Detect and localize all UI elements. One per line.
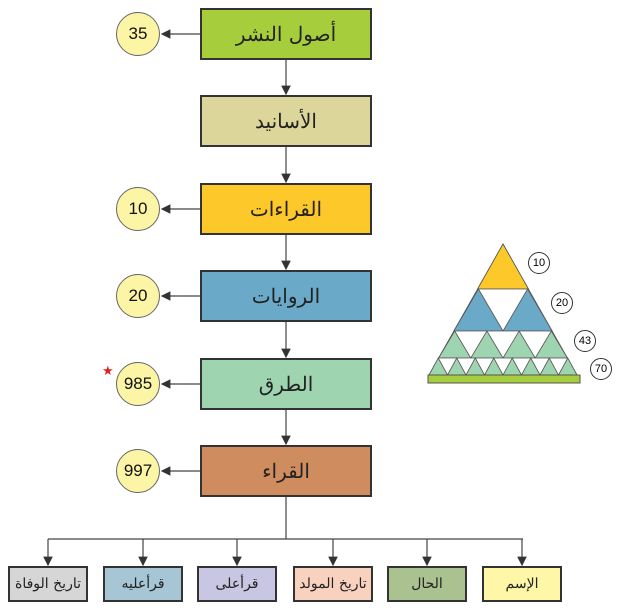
attribute-box: قرأعلى [197,566,277,602]
attribute-box: قرأعليه [103,566,183,602]
main-box: الأسانيد [200,95,372,147]
count-circle: 20 [116,274,160,318]
attribute-box: الإسم [482,566,562,602]
count-circle: 35 [116,12,160,56]
attribute-box: تاريخ الوفاة [8,566,88,602]
pyramid-count-label: 10 [528,252,550,274]
attribute-box: تاريخ المولد [293,566,373,602]
main-box: الروايات [200,270,372,322]
count-circle: 997 [116,449,160,493]
main-box: أصول النشر [200,8,372,60]
pyramid-base [427,374,581,384]
star-icon: ★ [102,364,114,379]
attribute-box: الحال [387,566,467,602]
main-box: القراءات [200,183,372,235]
pyramid-count-label: 43 [574,330,596,352]
count-circle: 10 [116,187,160,231]
main-box: القراء [200,445,372,497]
count-circle: 985 [116,362,160,406]
pyramid-triangle [476,243,530,290]
pyramid-count-label: 70 [590,358,612,380]
pyramid-count-label: 20 [551,292,573,314]
main-box: الطرق [200,358,372,410]
